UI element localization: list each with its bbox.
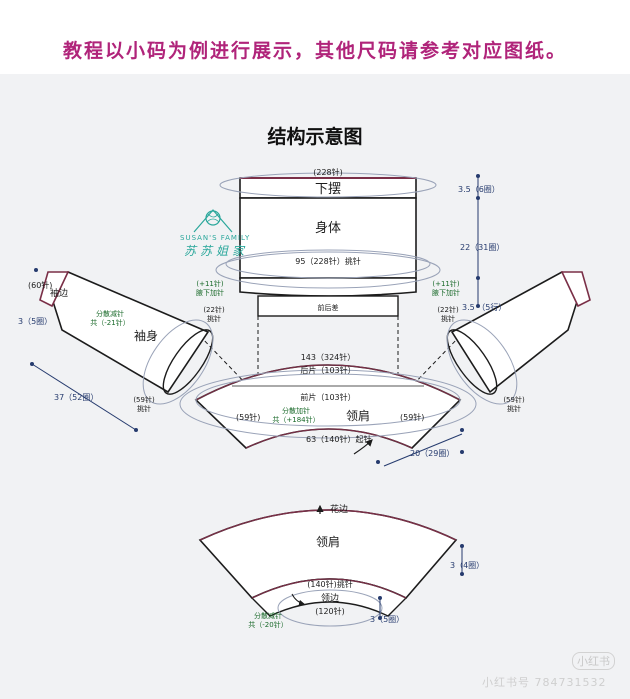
- body-rect: [239, 197, 417, 279]
- body-height: 22（31圈）: [460, 243, 504, 252]
- yoke-total: 143（324针）: [301, 352, 356, 362]
- yoke-back: 后片（103针）: [300, 365, 355, 375]
- collar-label: 领肩: [316, 534, 340, 549]
- diagram-title: 结构示意图: [267, 126, 363, 148]
- hem-stitches: (228针): [313, 167, 343, 177]
- logo-yarn-icon: [193, 209, 233, 233]
- banner-text: 教程以小码为例进行展示，其他尺码请参考对应图纸。: [62, 40, 567, 62]
- footer-strip: [0, 664, 630, 699]
- collar-pickup: (140针)挑针: [307, 579, 353, 589]
- left-bottom-pickup: (59针)挑针: [133, 395, 155, 413]
- top-banner: 教程以小码为例进行展示，其他尺码请参考对应图纸。: [0, 0, 630, 74]
- logo-english: SUSAN'S FAMILY: [180, 234, 251, 242]
- right-sleeve-piece: [446, 270, 591, 405]
- yoke-cast-on: 63（140针）起针: [306, 434, 371, 444]
- logo-chinese: 苏苏姐家: [184, 244, 249, 258]
- sleeve-decrease: 分散减针共（-21针）: [90, 309, 129, 327]
- yoke-side-right: (59针): [400, 412, 424, 422]
- front-back-rows: 3.5 （5行）: [462, 302, 506, 312]
- sleeve-length: 37（52圈）: [54, 393, 98, 402]
- underarm-right: (+11针)腋下加针: [432, 279, 460, 297]
- front-back-label: 前后差: [318, 303, 339, 312]
- left-top-pickup: (22针)挑针: [203, 305, 225, 323]
- cuff-height: 3（5圈）: [18, 317, 52, 326]
- underarm-left: (+11针)腋下加针: [196, 279, 224, 297]
- left-sleeve-piece: [30, 268, 214, 432]
- collar-piece: [198, 504, 464, 627]
- watermark-id: 小红书号 784731532: [482, 676, 607, 689]
- neck-label: 领边: [321, 592, 339, 604]
- yoke-increase: 分散加针共（+184针）: [272, 406, 319, 424]
- hem-label: 下摆: [315, 182, 341, 197]
- neck-stitches: (120针): [315, 606, 345, 616]
- collar-decrease: 分散减针共（-20针）: [248, 611, 287, 629]
- collar-top-height: 3（4圈）: [450, 561, 484, 570]
- yoke-front: 前片（103针）: [300, 392, 355, 402]
- hem-height: 3.5（6圈）: [458, 185, 500, 194]
- collar-bottom-height: 3（5圈）: [370, 615, 404, 624]
- watermark-badge: 小红书: [572, 652, 615, 670]
- yoke-piece: [179, 364, 477, 467]
- yoke-label: 领肩: [346, 408, 370, 423]
- body-piece: [199, 172, 480, 392]
- sleeve-label: 袖身: [134, 328, 158, 343]
- cuff-stitches: (60针): [28, 280, 52, 290]
- cuff-label: 袖边: [50, 287, 68, 299]
- body-pickup: 95（228针）挑针: [295, 256, 360, 266]
- yoke-height: 20（29圈）: [410, 449, 454, 458]
- body-label: 身体: [315, 220, 341, 236]
- collar-edge-label: 花边: [330, 503, 348, 515]
- yoke-side-left: (59针): [236, 412, 260, 422]
- right-bottom-pickup: (59针)挑针: [503, 395, 525, 413]
- right-top-pickup: (22针)挑针: [437, 305, 459, 323]
- front-back-rect: [257, 295, 399, 317]
- underarm-band: [239, 277, 417, 297]
